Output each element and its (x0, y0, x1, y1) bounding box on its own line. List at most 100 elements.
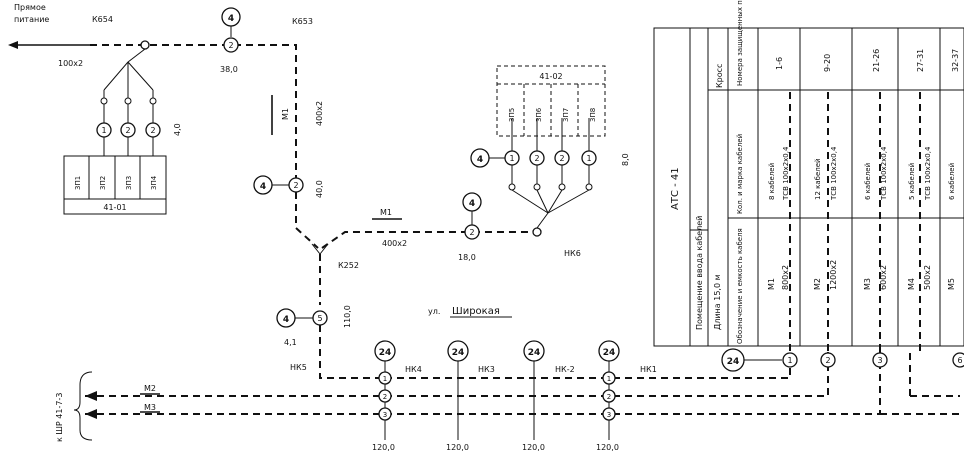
ats-col1-marks2: ТСВ 100х2х0,4 (782, 146, 790, 201)
branch-node-3 (149, 97, 157, 105)
cabinet-41-01-cell-3: 3П3 (125, 176, 133, 190)
cabinet-41-01-name: 41-01 (103, 203, 126, 212)
well-nk2-group: 24 1 2 3 НК-2 НК1 120,0 (555, 340, 657, 452)
ats-duct-2 (820, 352, 836, 368)
right-duct-3-text: 2 (559, 154, 564, 163)
well-nk3-group: 24 НК3 120,0 (446, 340, 495, 452)
ats-col4-capacity: 500х2 (923, 265, 932, 290)
well-k654-node (140, 40, 150, 50)
left-duct-2-text: 2 (125, 126, 130, 135)
vertical-duct-lower (295, 192, 319, 249)
well-nk3-label: НК3 (478, 365, 495, 374)
ats-col5-pairs: 32-37 (951, 49, 960, 72)
right-duct-4-text: 1 (586, 154, 591, 163)
ats-header-marks: Кол. и марка кабелей (736, 134, 744, 214)
len-41-label: 4,1 (284, 338, 297, 347)
nk6-fan (511, 189, 590, 229)
well-nk4-label: НК4 (405, 365, 422, 374)
arrow-m3 (85, 409, 97, 419)
ats-col3-capacity: 600х2 (879, 265, 888, 290)
nk2-duct-1: 1 (607, 375, 611, 383)
len-120-d: 120,0 (596, 443, 619, 452)
street-name: Широкая (452, 306, 500, 317)
duct-k252-to-nk6 (321, 231, 535, 249)
direct-power-label-2: питание (14, 15, 49, 24)
ats-col4-designation: М4 (907, 278, 916, 290)
well-nk3-marker: 24 (452, 348, 465, 358)
duct-2-nk6 (464, 224, 480, 240)
well-nk1-label: НК1 (640, 365, 657, 374)
marker-4-right-cabinet-text: 4 (477, 155, 483, 165)
well-k653-label: К653 (292, 17, 313, 26)
marker-24-ats-text: 24 (727, 357, 740, 367)
ats-duct-3-text: 3 (877, 356, 882, 365)
ats-col2-marks1: 12 кабелей (814, 158, 822, 200)
well-nk2-a-marker: 24 (528, 348, 541, 358)
len-4-label: 4,0 (173, 123, 182, 136)
dest-label: к ШР 41-7-3 (55, 393, 64, 442)
left-duct-1-text: 1 (101, 126, 106, 135)
ats-frame: Кросс (715, 64, 724, 88)
ats-header-designation: Обозначение и емкость кабеля (736, 228, 744, 344)
m2-label: М2 (144, 384, 156, 393)
branch-to-41-01 (103, 48, 154, 91)
well-nk2-a-group: 24 120,0 (522, 340, 545, 452)
right-duct-1-text: 1 (509, 154, 514, 163)
ats-col2-capacity: 1200х2 (829, 260, 838, 290)
len-8-label: 8,0 (621, 153, 630, 166)
left-duct-2 (120, 122, 136, 138)
cabinet-41-01-cell-2: 3П2 (99, 176, 107, 190)
duct-5-nk5-text: 5 (317, 314, 322, 323)
duct-2-nk6-text: 2 (469, 228, 474, 237)
ats-duct-2-text: 2 (825, 356, 830, 365)
nk2-duct-3: 3 (607, 411, 611, 419)
arrow-m2 (85, 391, 97, 401)
ats-col1-designation: М1 (767, 278, 776, 290)
marker-4-vertical-text: 4 (260, 182, 266, 192)
ats-length: Длина 15,0 м (713, 274, 722, 330)
branch-node-1 (100, 97, 108, 105)
marker-4-k653-text: 4 (228, 14, 234, 24)
ats-col4-pairs: 27-31 (916, 49, 925, 72)
ats-col1-capacity: 800х2 (781, 265, 790, 290)
ats-duct-6 (952, 352, 964, 368)
ats-col5-marks1: 6 кабелей (948, 163, 956, 200)
cabinet-41-01-cell-1: 3П1 (74, 176, 82, 190)
left-duct-3 (145, 122, 161, 138)
ats-room: Помещение ввода кабелей (695, 216, 704, 330)
nk4-duct-2: 2 (383, 393, 387, 401)
well-nk4-marker: 24 (379, 348, 392, 358)
ats-duct-3 (872, 352, 888, 368)
ats-col3-marks1: 6 кабелей (864, 163, 872, 200)
len-110-label: 110,0 (343, 305, 352, 328)
left-duct-1 (96, 122, 112, 138)
marker-4-nk6-text: 4 (469, 199, 475, 209)
nk4-duct-1: 1 (383, 375, 387, 383)
right-duct-4 (581, 150, 597, 166)
ats-col4-marks1: 5 кабелей (908, 163, 916, 200)
cabinet-41-02-cell-4: 3П8 (589, 108, 597, 122)
nk4-duct-3: 3 (383, 411, 387, 419)
ats-col1-marks1: 8 кабелей (768, 163, 776, 200)
direct-power-arrowhead (8, 41, 18, 49)
len-120-b: 120,0 (446, 443, 469, 452)
well-k252-label: К252 (338, 261, 359, 270)
right-duct-3 (554, 150, 570, 166)
marker-4-nk5-text: 4 (283, 315, 289, 325)
cabinet-41-01-cell-4: 3П4 (150, 175, 158, 190)
ats-duct-1-text: 1 (787, 356, 792, 365)
well-nk4-group: 24 1 2 3 НК4 120,0 (372, 340, 422, 452)
cabinet-41-02-cell-1: 3П5 (508, 108, 516, 122)
ats-col4-marks2: ТСВ 100х2х0,4 (924, 146, 932, 201)
m1-horizontal-label: М1 (380, 208, 392, 217)
well-nk6-node (532, 227, 542, 237)
top-duct-line (90, 44, 297, 185)
duct-2-k653-text: 2 (228, 41, 233, 50)
well-nk2-label: НК-2 (555, 365, 575, 374)
dest-bracket (73, 371, 93, 441)
duct-2-vertical-text: 2 (293, 181, 298, 190)
cabinet-41-02-cell-3: 3П7 (562, 108, 570, 122)
m3-label: М3 (144, 403, 156, 412)
ats-table: АТС - 41 Помещение ввода кабелей Длина 1… (653, 0, 964, 352)
